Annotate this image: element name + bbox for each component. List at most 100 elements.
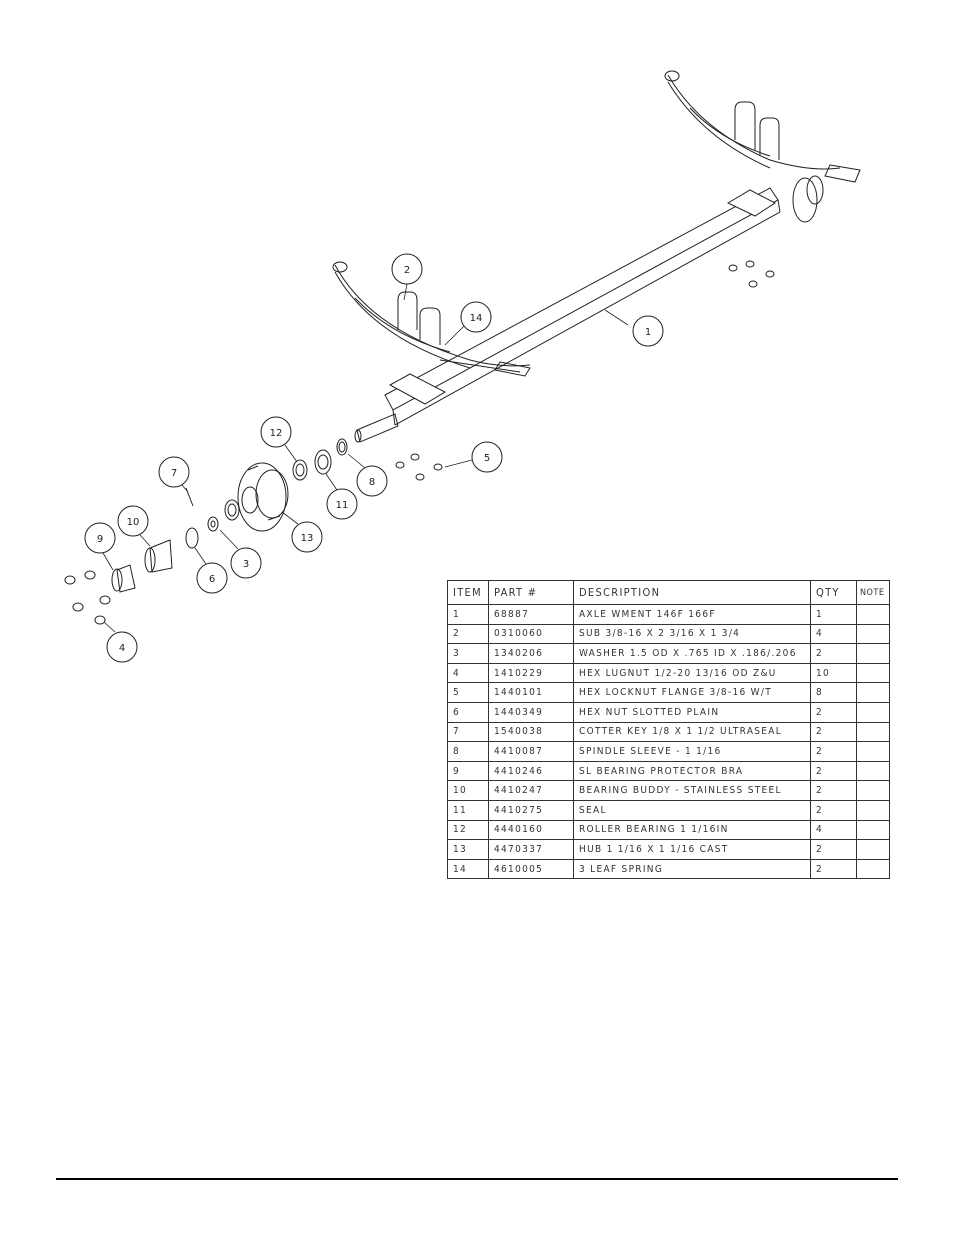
callout-9: 9: [84, 522, 116, 554]
cell-note: [856, 701, 890, 723]
cell-qty: 2: [810, 760, 857, 782]
header-item: ITEM: [447, 580, 489, 605]
cell-description: SEAL: [573, 799, 811, 821]
cell-qty: 10: [810, 662, 857, 684]
cell-part-number: 4410087: [488, 741, 574, 762]
table-header-row: ITEM PART # DESCRIPTION QTY NOTE: [447, 580, 890, 605]
svg-text:14: 14: [470, 313, 483, 324]
cell-qty: 8: [810, 682, 857, 703]
cell-item: 9: [447, 760, 489, 782]
callout-10: 10: [117, 505, 149, 537]
cell-qty: 2: [810, 721, 857, 743]
svg-text:9: 9: [97, 534, 103, 545]
cell-item: 4: [447, 662, 489, 684]
cell-item: 1: [447, 604, 489, 625]
cell-part-number: 4610005: [488, 858, 574, 880]
callout-3: 3: [230, 547, 262, 579]
callout-12: 12: [260, 416, 292, 448]
cell-part-number: 4440160: [488, 819, 574, 841]
cell-description: AXLE WMENT 146F 166F: [573, 604, 811, 625]
svg-text:8: 8: [369, 477, 375, 488]
cell-description: WASHER 1.5 OD X .765 ID X .186/.206: [573, 643, 811, 664]
header-part: PART #: [488, 580, 574, 605]
cell-note: [856, 760, 890, 782]
lug-nuts: [64, 570, 111, 625]
callout-11: 11: [326, 488, 358, 520]
cell-description: HEX LOCKNUT FLANGE 3/8-16 W/T: [573, 682, 811, 703]
cell-note: [856, 780, 890, 801]
cell-part-number: 0310060: [488, 623, 574, 645]
svg-text:10: 10: [127, 517, 140, 528]
cell-description: ROLLER BEARING 1 1/16IN: [573, 819, 811, 841]
svg-text:4: 4: [119, 643, 125, 654]
cell-item: 2: [447, 623, 489, 645]
cell-description: HEX NUT SLOTTED PLAIN: [573, 701, 811, 723]
cell-qty: 2: [810, 839, 857, 860]
cell-note: [856, 623, 890, 645]
callout-4: 4: [106, 631, 138, 663]
leaf-spring-right: [664, 70, 861, 183]
cell-item: 8: [447, 741, 489, 762]
cell-note: [856, 741, 890, 762]
cell-note: [856, 604, 890, 625]
callout-2: 2: [391, 253, 423, 285]
footer-rule: [56, 1178, 898, 1180]
cell-part-number: 4410247: [488, 780, 574, 801]
cell-note: [856, 643, 890, 664]
cell-part-number: 68887: [488, 604, 574, 625]
cell-item: 10: [447, 780, 489, 801]
cell-note: [856, 721, 890, 743]
cell-description: SL BEARING PROTECTOR BRA: [573, 760, 811, 782]
cell-description: 3 LEAF SPRING: [573, 858, 811, 880]
hub: [237, 462, 289, 532]
svg-text:5: 5: [484, 453, 490, 464]
cell-part-number: 4410246: [488, 760, 574, 782]
callout-14: 14: [460, 301, 492, 333]
cell-description: HEX LUGNUT 1/2-20 13/16 OD Z&U: [573, 662, 811, 684]
cell-part-number: 1340206: [488, 643, 574, 664]
svg-text:3: 3: [243, 559, 249, 570]
cell-part-number: 1440101: [488, 682, 574, 703]
callout-7: 7: [158, 456, 190, 488]
header-note: NOTE: [856, 580, 890, 605]
cell-description: SUB 3/8-16 X 2 3/16 X 1 3/4: [573, 623, 811, 645]
cell-description: BEARING BUDDY - STAINLESS STEEL: [573, 780, 811, 801]
cell-item: 12: [447, 819, 489, 841]
cell-qty: 4: [810, 819, 857, 841]
svg-text:2: 2: [404, 265, 410, 276]
locknuts: [395, 260, 775, 481]
cell-item: 14: [447, 858, 489, 880]
cell-note: [856, 839, 890, 860]
cell-note: [856, 799, 890, 821]
cell-note: [856, 662, 890, 684]
cell-note: [856, 682, 890, 703]
cell-item: 7: [447, 721, 489, 743]
callout-5: 5: [471, 441, 503, 473]
cell-qty: 2: [810, 858, 857, 880]
svg-text:12: 12: [270, 428, 283, 439]
cell-part-number: 4410275: [488, 799, 574, 821]
svg-text:1: 1: [645, 327, 651, 338]
svg-text:6: 6: [209, 574, 215, 585]
cell-item: 5: [447, 682, 489, 703]
cell-qty: 2: [810, 780, 857, 801]
leaf-spring-left: [332, 261, 531, 369]
cell-item: 13: [447, 839, 489, 860]
cell-qty: 2: [810, 643, 857, 664]
spindle: [354, 413, 399, 443]
cell-description: HUB 1 1/16 X 1 1/16 CAST: [573, 839, 811, 860]
cell-item: 11: [447, 799, 489, 821]
cell-part-number: 1540038: [488, 721, 574, 743]
